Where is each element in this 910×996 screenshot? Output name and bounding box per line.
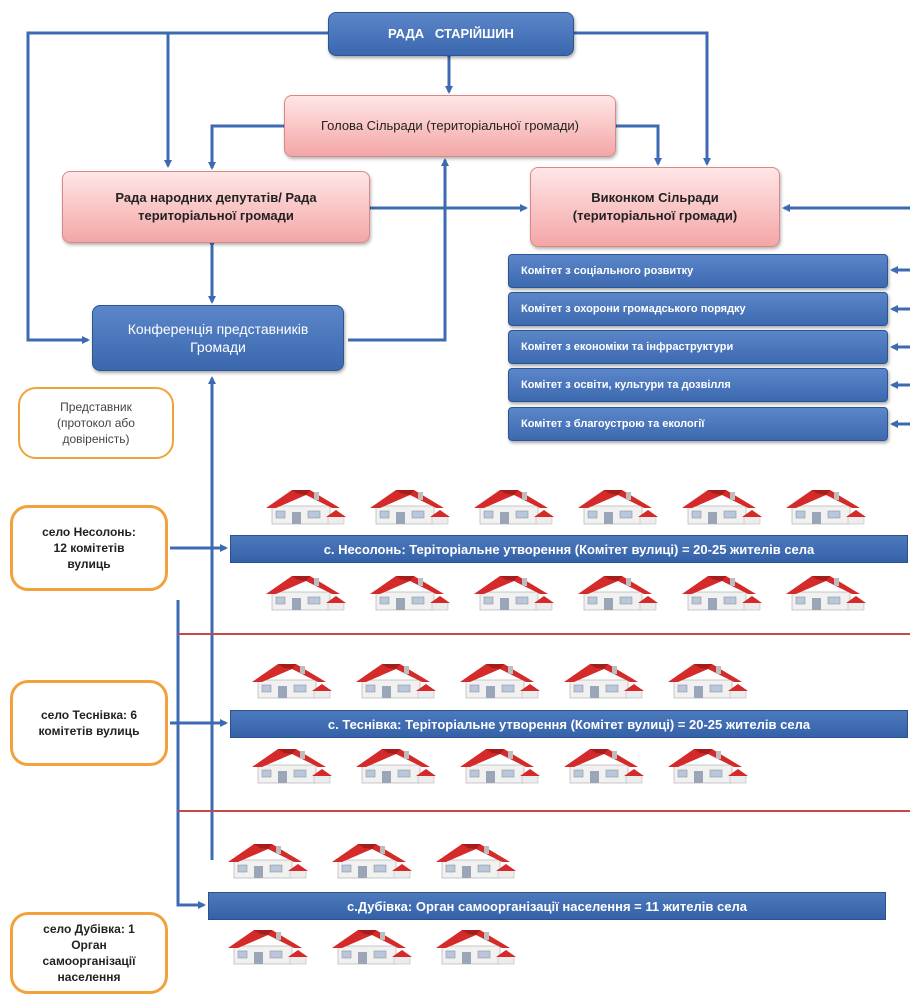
committee-label: Комітет з освіти, культури та дозвілля (521, 379, 731, 391)
strip-nesolon: с. Несолонь: Теріторіальне утворення (Ко… (230, 535, 908, 563)
house-icon (366, 572, 452, 612)
committee-label: Комітет з економіки та інфраструктури (521, 341, 734, 353)
house-icon (328, 840, 414, 880)
houses-row (262, 572, 868, 612)
houses-row (224, 926, 518, 966)
village-dubivka-box: село Дубівка: 1 Орган самоорганізації на… (10, 912, 168, 994)
houses-row (248, 660, 750, 700)
house-icon (664, 745, 750, 785)
house-icon (262, 572, 348, 612)
council-box: Рада народних депутатів/ Рада територіал… (62, 171, 370, 243)
strip-dubivka-label: с.Дубівка: Орган самоорганізації населен… (347, 898, 747, 914)
house-icon (782, 486, 868, 526)
council-of-elders-box: РАДА СТАРІЙШИН (328, 12, 574, 56)
house-icon (470, 486, 556, 526)
house-icon (432, 840, 518, 880)
house-icon (328, 926, 414, 966)
village-dubivka-label: село Дубівка: 1 Орган самоорганізації на… (42, 922, 136, 984)
strip-tesnivka: с. Теснівка: Теріторіальне утворення (Ко… (230, 710, 908, 738)
house-icon (560, 660, 646, 700)
committee-label: Комітет з охорони громадського порядку (521, 303, 746, 315)
house-icon (366, 486, 452, 526)
village-nesolon-box: село Несолонь: 12 комітетів вулиць (10, 505, 168, 591)
house-icon (560, 745, 646, 785)
separator-line (178, 810, 910, 812)
house-icon (664, 660, 750, 700)
house-icon (574, 572, 660, 612)
village-tesnivka-label: село Теснівка: 6 комітетів вулиць (38, 708, 140, 738)
committee-order: Комітет з охорони громадського порядку (508, 292, 888, 326)
house-icon (678, 572, 764, 612)
village-nesolon-label: село Несолонь: 12 комітетів вулиць (42, 525, 136, 571)
representatives-box: Представник (протокол або довіреність) (18, 387, 174, 459)
house-icon (248, 745, 334, 785)
representatives-label: Представник (протокол або довіреність) (57, 400, 135, 446)
houses-row (262, 486, 868, 526)
house-icon (352, 745, 438, 785)
separator-line (178, 633, 910, 635)
committee-economy: Комітет з економіки та інфраструктури (508, 330, 888, 364)
head-label: Голова Сільради (територіальної громади) (320, 118, 579, 133)
house-icon (432, 926, 518, 966)
house-icon (456, 660, 542, 700)
house-icon (248, 660, 334, 700)
council-label: Рада народних депутатів/ Рада територіал… (115, 190, 317, 223)
house-icon (352, 660, 438, 700)
house-icon (262, 486, 348, 526)
committee-education: Комітет з освіти, культури та дозвілля (508, 368, 888, 402)
house-icon (456, 745, 542, 785)
house-icon (782, 572, 868, 612)
committee-label: Комітет з благоустрою та екології (521, 418, 705, 430)
conference-box: Конференція представників Громади (92, 305, 344, 371)
executive-label: Виконком Сільради (територіальної громад… (572, 190, 738, 223)
council-of-elders-label: РАДА СТАРІЙШИН (388, 26, 514, 41)
strip-nesolon-label: с. Несолонь: Теріторіальне утворення (Ко… (323, 541, 815, 557)
house-icon (574, 486, 660, 526)
strip-tesnivka-label: с. Теснівка: Теріторіальне утворення (Ко… (327, 716, 811, 732)
houses-row (224, 840, 518, 880)
village-tesnivka-box: село Теснівка: 6 комітетів вулиць (10, 680, 168, 766)
house-icon (470, 572, 556, 612)
conference-label: Конференція представників Громади (127, 321, 309, 355)
executive-box: Виконком Сільради (територіальної громад… (530, 167, 780, 247)
head-box: Голова Сільради (територіальної громади) (284, 95, 616, 157)
strip-dubivka: с.Дубівка: Орган самоорганізації населен… (208, 892, 886, 920)
house-icon (224, 926, 310, 966)
houses-row (248, 745, 750, 785)
house-icon (224, 840, 310, 880)
committee-label: Комітет з соціального розвитку (521, 265, 694, 277)
committee-ecology: Комітет з благоустрою та екології (508, 407, 888, 441)
committee-social: Комітет з соціального розвитку (508, 254, 888, 288)
house-icon (678, 486, 764, 526)
